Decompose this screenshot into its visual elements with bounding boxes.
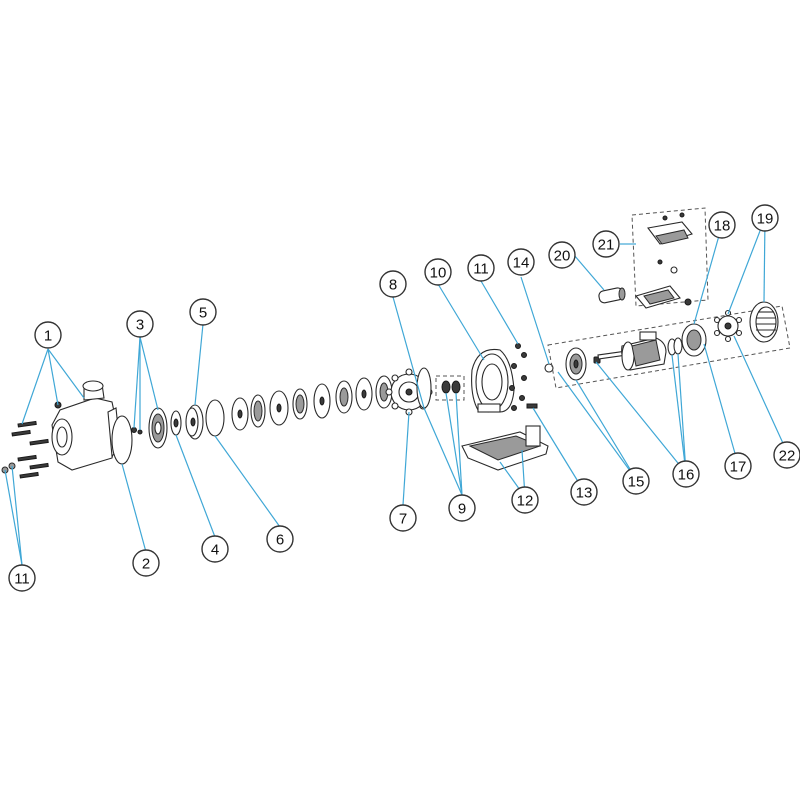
callout-6: 6 <box>266 525 294 553</box>
callout-label: 7 <box>399 511 407 528</box>
callout-13: 13 <box>570 478 598 506</box>
callout-1: 1 <box>34 321 62 349</box>
callout-19: 19 <box>751 204 779 232</box>
bearings <box>667 337 683 356</box>
callout-8: 8 <box>379 270 407 298</box>
motor-bracket <box>471 348 515 413</box>
cooling-fan <box>713 309 743 343</box>
callout-label: 20 <box>554 248 571 265</box>
callout-5: 5 <box>189 298 217 326</box>
callout-18: 18 <box>708 211 736 239</box>
motor-stator <box>621 331 667 371</box>
nuts-right <box>509 343 527 411</box>
callout-14: 14 <box>507 248 535 276</box>
callout-label: 11 <box>473 261 489 278</box>
gasket-ring <box>416 367 432 409</box>
callout-label: 9 <box>458 501 466 518</box>
screw-small <box>131 427 137 433</box>
impeller-washer <box>170 410 182 436</box>
callout-label: 14 <box>513 255 530 272</box>
screw-small <box>137 429 143 435</box>
callout-11-right: 11 <box>467 254 495 282</box>
callout-label: 16 <box>678 467 695 484</box>
callout-label: 10 <box>430 265 447 282</box>
callout-label: 15 <box>628 474 645 491</box>
callout-10: 10 <box>424 258 452 286</box>
callout-label: 18 <box>714 218 731 235</box>
callout-11-left: 11 <box>8 564 36 592</box>
callout-label: 13 <box>576 485 593 502</box>
stage-stack <box>205 375 393 437</box>
callout-label: 6 <box>276 532 284 549</box>
bearing-flange <box>565 347 587 381</box>
mechanical-seal <box>435 375 465 401</box>
housing-bolts <box>11 401 62 479</box>
callout-label: 1 <box>44 328 52 345</box>
callout-20: 20 <box>548 241 576 269</box>
callout-15: 15 <box>622 467 650 495</box>
rear-bearing-cover <box>681 323 707 357</box>
callout-label: 5 <box>199 305 207 322</box>
leader-lines <box>4 217 788 566</box>
callout-16: 16 <box>672 460 700 488</box>
callout-label: 17 <box>730 459 747 476</box>
callout-label: 11 <box>14 571 30 588</box>
o-ring-seal <box>111 415 133 465</box>
callout-label: 12 <box>517 493 534 510</box>
callout-label: 8 <box>389 277 397 294</box>
callout-label: 3 <box>136 317 144 334</box>
callout-17: 17 <box>724 452 752 480</box>
callout-label: 4 <box>211 542 219 559</box>
callout-4: 4 <box>201 535 229 563</box>
callout-label: 19 <box>757 211 774 228</box>
capacitor <box>598 287 626 304</box>
callout-22: 22 <box>773 441 800 469</box>
first-diffuser <box>148 407 168 449</box>
callout-2: 2 <box>132 549 160 577</box>
callout-9: 9 <box>448 494 476 522</box>
callout-21: 21 <box>592 230 620 258</box>
callout-label: 2 <box>142 556 150 573</box>
terminal-box <box>631 207 709 309</box>
base-plate <box>461 425 549 471</box>
pump-housing <box>51 380 121 471</box>
callout-12: 12 <box>511 486 539 514</box>
callout-3: 3 <box>126 310 154 338</box>
impeller-first <box>185 404 204 440</box>
base-bolt <box>526 403 538 409</box>
fan-cover <box>749 301 779 343</box>
callout-label: 22 <box>779 448 796 465</box>
callout-7: 7 <box>389 504 417 532</box>
callout-label: 21 <box>598 237 615 254</box>
